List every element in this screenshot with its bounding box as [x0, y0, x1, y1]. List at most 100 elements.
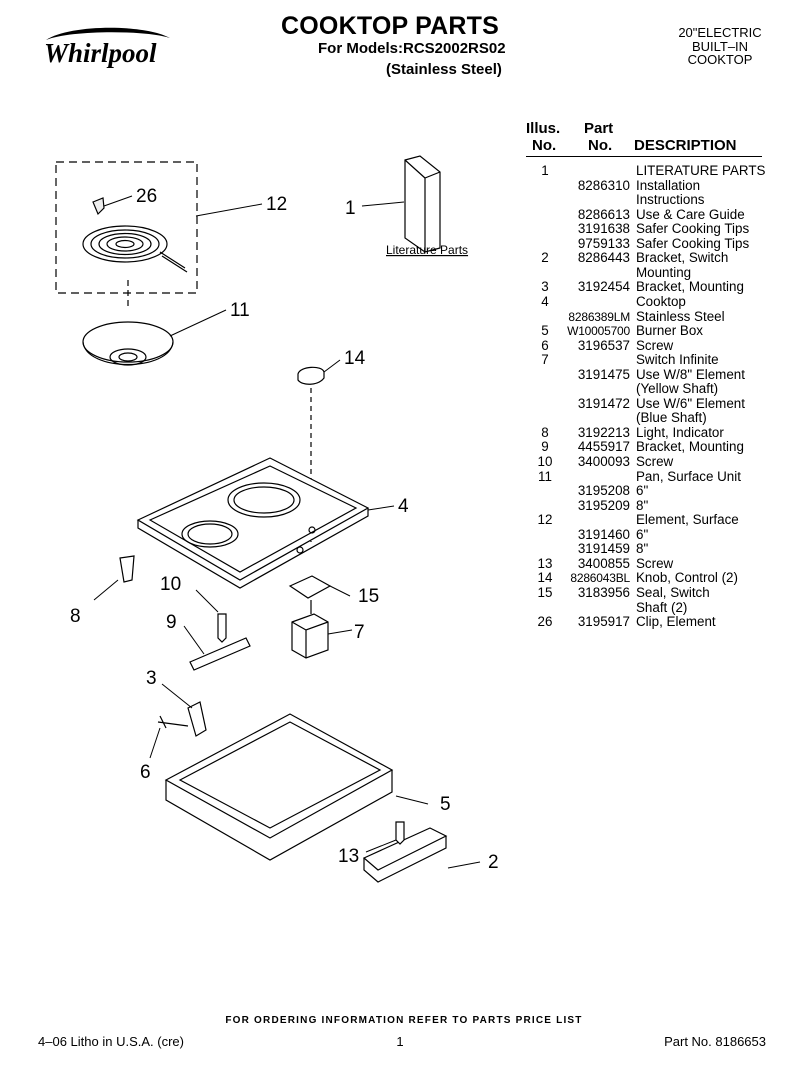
part-number: 3192454	[577, 279, 630, 295]
part-description: Screw	[636, 337, 674, 353]
part-description: (Yellow Shaft)	[636, 381, 719, 397]
part-description: Stainless Steel	[636, 308, 725, 324]
part-description: Use W/8" Element	[636, 366, 745, 382]
illus-number: 1	[541, 163, 549, 178]
part-description: Seal, Switch	[636, 584, 710, 600]
part-description: Cooktop	[636, 293, 686, 309]
part-description: Screw	[636, 555, 674, 571]
mounting-bracket-part	[187, 701, 207, 737]
part-number: 8286613	[577, 206, 630, 222]
exploded-parts-diagram: Literature Parts	[55, 155, 499, 883]
part-number: 3195209	[577, 497, 630, 513]
burner-box-part	[164, 713, 394, 861]
part-number: 3195208	[577, 483, 630, 499]
illus-number: 9	[541, 439, 549, 455]
part-description: Mounting	[636, 264, 692, 280]
table-row: 3 3192454 Bracket, Mounting	[520, 280, 800, 295]
part-description: Safer Cooking Tips	[636, 221, 750, 237]
part-description: Use & Care Guide	[636, 206, 745, 222]
part-description: Clip, Element	[636, 614, 716, 630]
illus-number: 26	[537, 614, 553, 630]
table-row: Mounting	[520, 264, 800, 281]
whirlpool-logo: Whirlpool	[40, 18, 175, 76]
product-type-line: 20"ELECTRIC	[678, 25, 762, 40]
callout-3: 3	[146, 668, 157, 689]
infinite-switch-part	[291, 600, 329, 659]
table-row: 8286613 Use & Care Guide	[520, 206, 800, 223]
screw-part	[395, 821, 405, 845]
part-description: 6"	[636, 526, 649, 542]
cooktop-part	[136, 457, 370, 589]
part-description: Use W/6" Element	[636, 395, 745, 411]
print-info: 4–06 Litho in U.S.A. (cre)	[38, 1034, 184, 1049]
callout-4: 4	[398, 496, 409, 517]
column-header-illus: Illus. No.	[526, 120, 561, 154]
part-number: 3196537	[577, 337, 630, 353]
callout-13: 13	[338, 846, 359, 867]
part-number: 3400093	[577, 454, 630, 469]
ordering-note: FOR ORDERING INFORMATION REFER TO PARTS …	[225, 1015, 583, 1026]
part-description: Burner Box	[636, 323, 703, 339]
product-type: 20"ELECTRIC BUILT–IN COOKTOP	[660, 26, 780, 67]
knob-part	[297, 366, 325, 385]
column-header-part: Part No.	[584, 120, 614, 154]
surface-element-part	[82, 225, 188, 273]
column-header-description: DESCRIPTION	[634, 137, 737, 154]
document-part-number: Part No. 8186653	[664, 1034, 766, 1049]
part-number: 3191459	[577, 541, 630, 557]
part-description: Shaft (2)	[636, 599, 688, 615]
table-row: (Yellow Shaft)	[520, 382, 800, 397]
mounting-bracket-part	[189, 637, 251, 671]
part-number: 9759133	[577, 235, 630, 251]
part-description: Screw	[636, 454, 674, 469]
model-line: For Models:RCS2002RS02	[318, 40, 506, 57]
table-row: Shaft (2)	[520, 599, 800, 616]
illus-number: 3	[541, 279, 549, 295]
illus-number: 15	[537, 584, 553, 600]
part-number: 3195917	[577, 614, 630, 630]
part-description: 8"	[636, 497, 649, 513]
illus-number: 4	[541, 293, 549, 309]
illus-number: 8	[541, 424, 549, 440]
callout-14: 14	[344, 348, 366, 369]
part-number: 3191472	[577, 395, 630, 411]
table-row: 3195209 8"	[520, 497, 800, 514]
part-description: Light, Indicator	[636, 424, 724, 440]
part-number: 8286043BL	[570, 571, 630, 586]
part-description: (Blue Shaft)	[636, 410, 707, 426]
callout-6: 6	[140, 762, 151, 783]
illus-number: 2	[541, 250, 549, 266]
page-number: 1	[396, 1034, 404, 1049]
callout-26: 26	[136, 186, 157, 207]
callout-12: 12	[266, 194, 287, 215]
table-row: (Blue Shaft)	[520, 411, 800, 426]
drip-pan-part	[82, 321, 174, 366]
table-row: 4 Cooktop	[520, 293, 800, 310]
switch-seal-part	[288, 575, 332, 599]
element-group-box	[55, 161, 198, 294]
finish-line: (Stainless Steel)	[386, 61, 502, 78]
callout-10: 10	[160, 574, 181, 595]
part-number: 8286443	[577, 250, 630, 266]
illus-number: 13	[537, 555, 553, 571]
illus-number: 11	[538, 468, 552, 484]
indicator-light-part	[119, 555, 135, 583]
screw-part	[157, 715, 189, 729]
part-description: Bracket, Mounting	[636, 439, 744, 455]
part-description: Bracket, Mounting	[636, 279, 744, 295]
logo-wordmark: Whirlpool	[44, 38, 157, 68]
